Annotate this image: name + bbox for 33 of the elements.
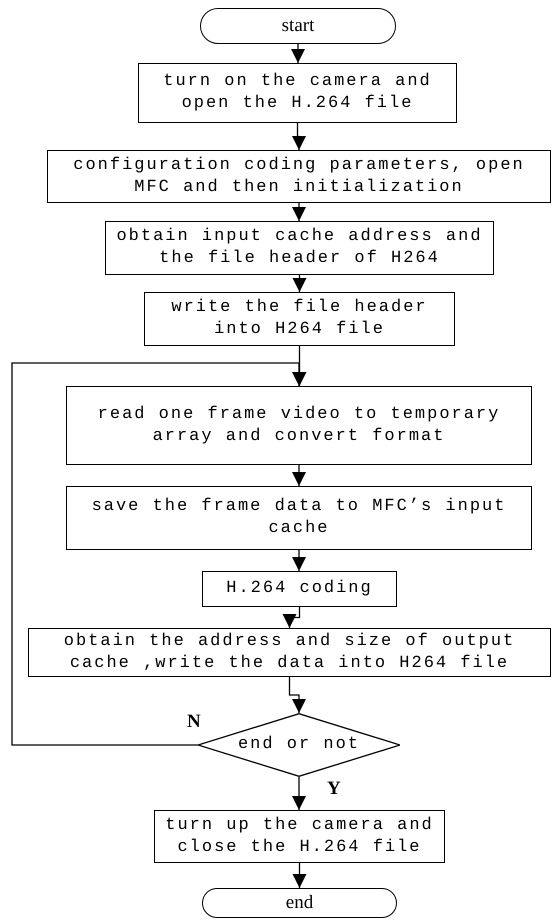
node-label: turn on the camera and open the H.264 file [162,71,433,115]
arrow [292,863,306,888]
arrow [292,203,306,221]
process-box [28,628,551,677]
node-label: H.264 coding [226,578,373,600]
process-box [66,386,532,465]
process-box [202,571,397,607]
node-label: obtain the address and size of output cache ,write the data into H264 file [62,630,516,674]
process-box [144,292,455,346]
arrow [292,123,306,150]
node-label: end [286,892,314,914]
node-label: write the file header into H264 file [170,297,429,341]
arrow [292,275,306,292]
terminal-box [202,888,397,918]
process-box [47,150,551,203]
arrow [292,550,306,571]
node-label: obtain input cache address and the file header of H264 [116,226,483,270]
process-box [105,221,494,275]
process-box [66,486,532,550]
arrow [288,677,306,713]
process-box [154,810,445,863]
arrow [292,465,306,486]
node-label: configuration coding parameters, open MFC and then initialization [72,154,526,198]
arrow [291,44,305,63]
node-label: read one frame video to temporary array and convert format [96,404,502,448]
node-label: end or not [238,734,360,756]
node-label: start [282,15,314,37]
node-label: save the frame data to MFC’s input cache [90,496,508,540]
node-label: turn up the camera and close the H.264 file [165,814,434,858]
arrow [292,777,306,810]
arrow [282,607,300,628]
terminal-box [200,8,396,44]
process-box [138,63,457,123]
